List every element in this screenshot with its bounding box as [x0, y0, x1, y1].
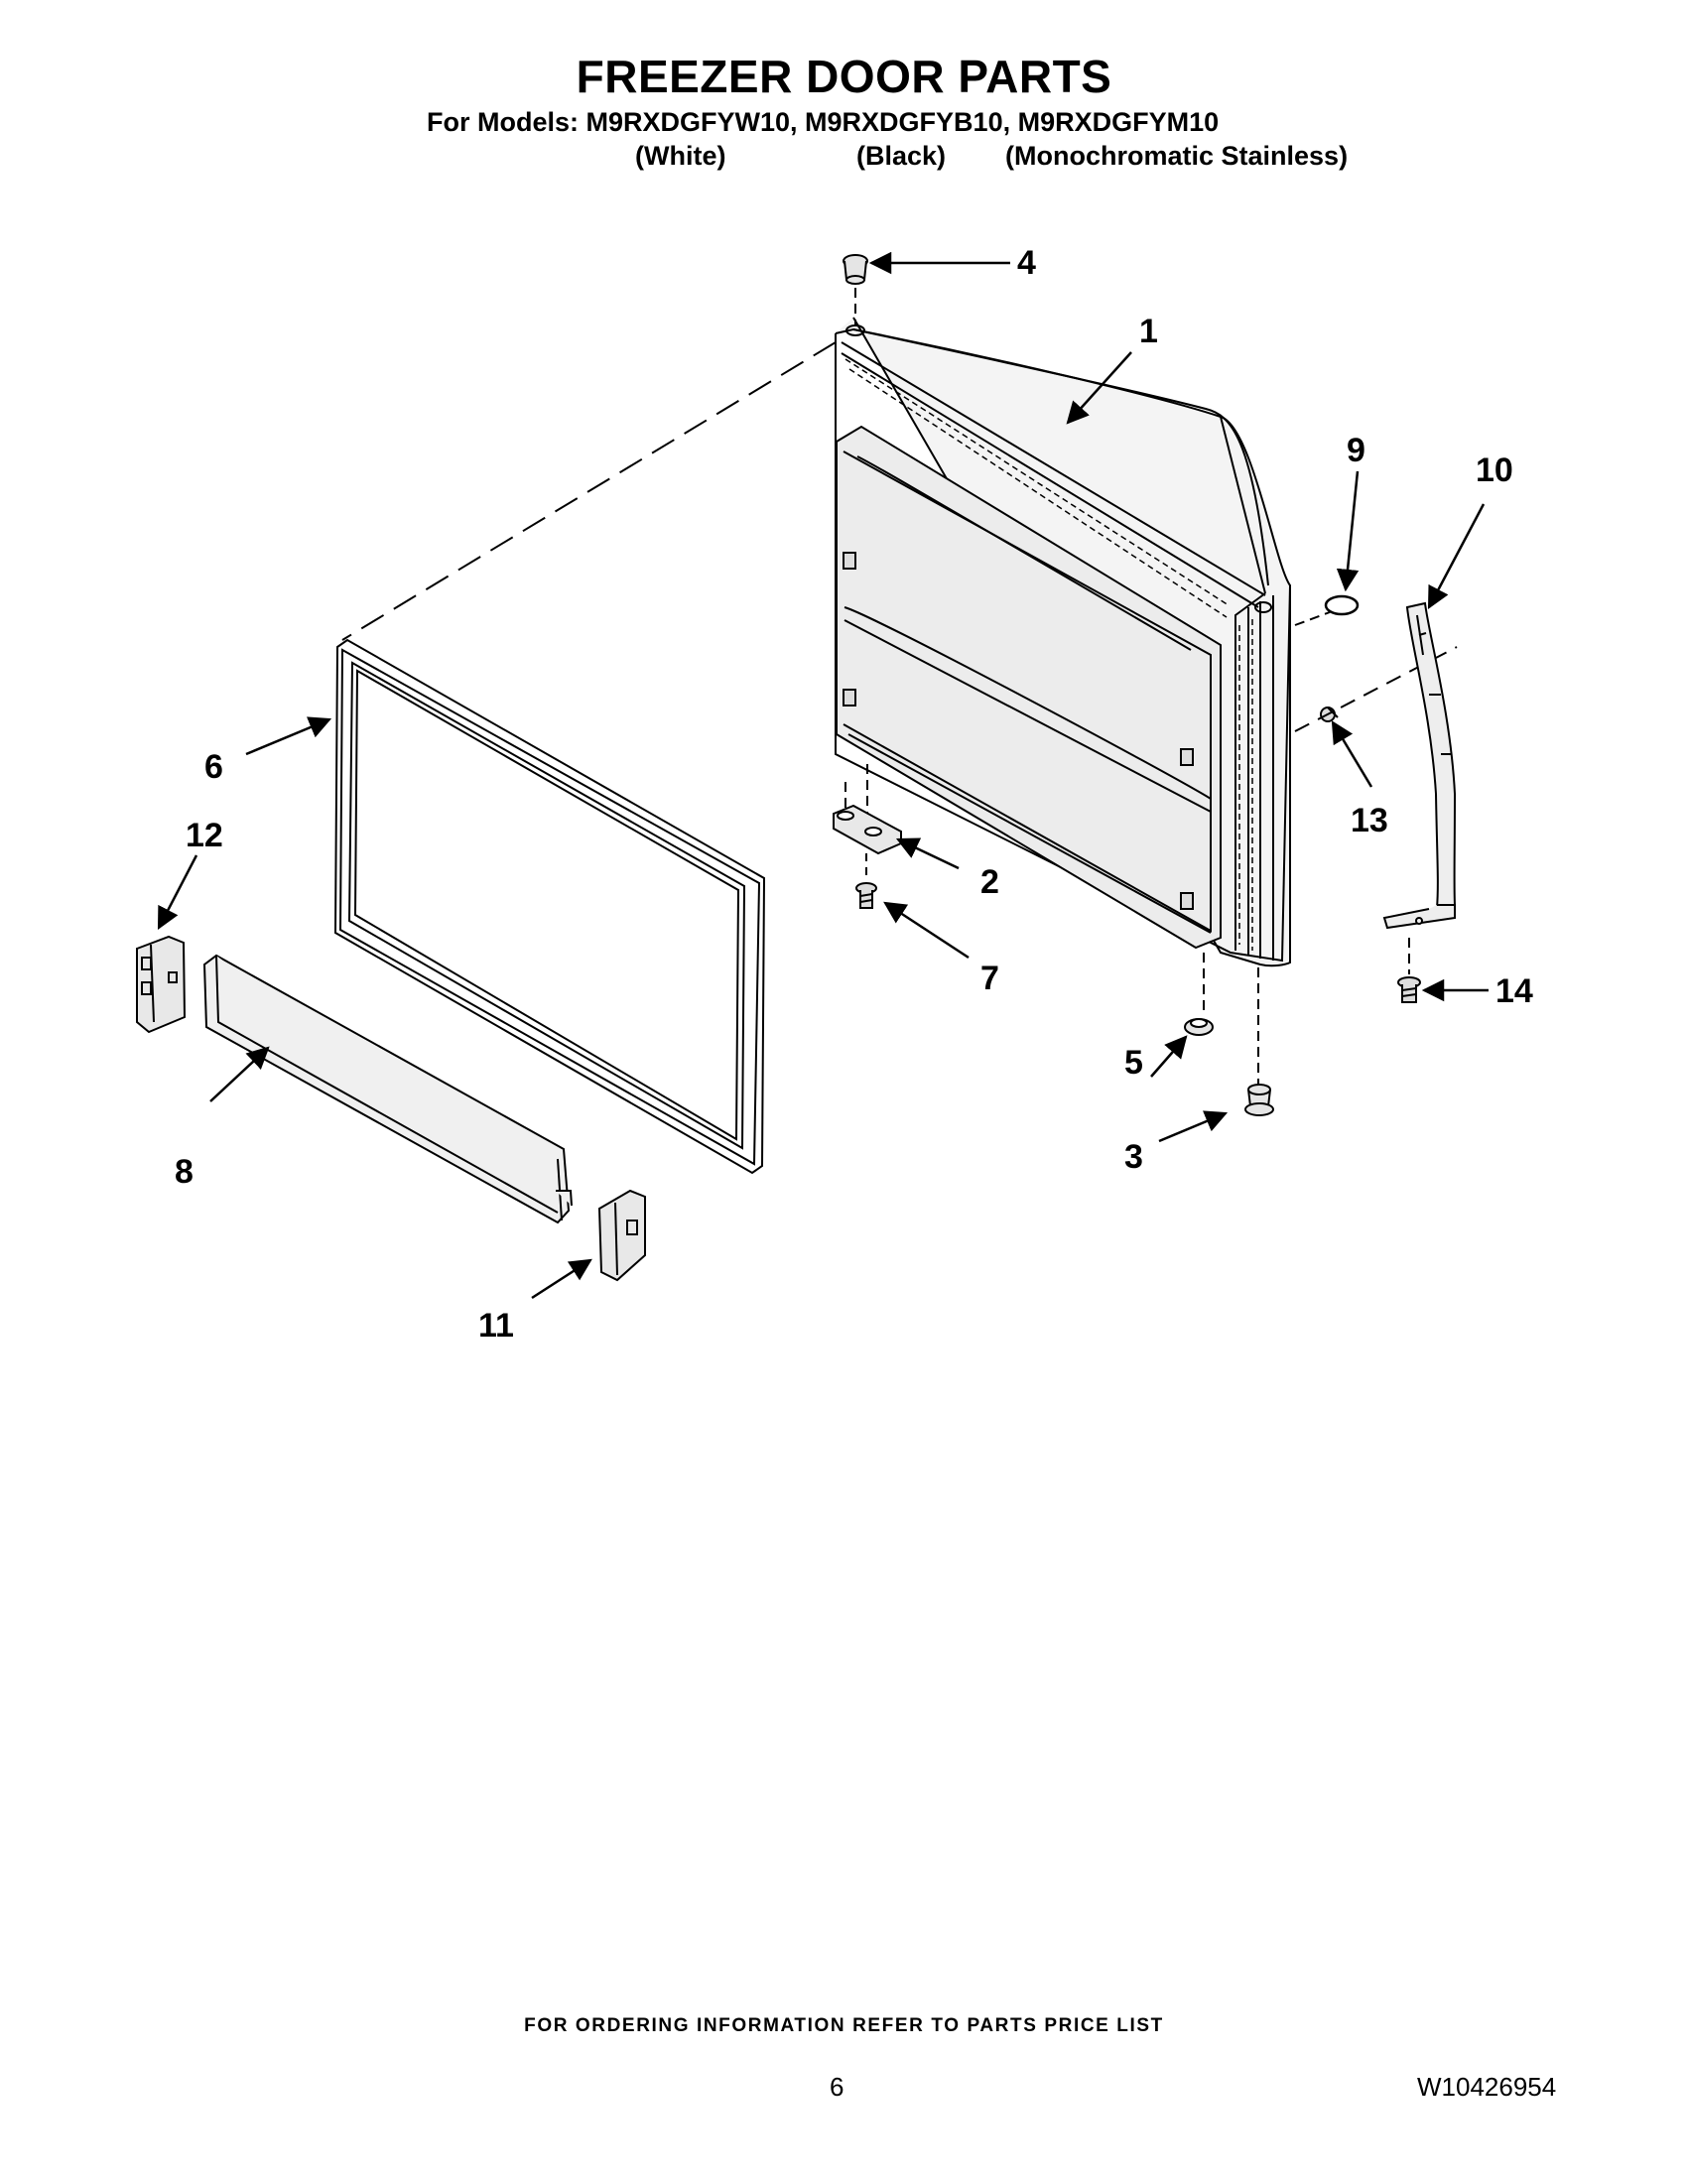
handle-mount-dash — [1294, 646, 1458, 732]
callout-6: 6 — [204, 748, 223, 786]
callout-9: 9 — [1347, 432, 1365, 469]
leader-10 — [1427, 503, 1486, 609]
gasket-leader-dashed — [341, 341, 837, 641]
page-number: 6 — [830, 2072, 844, 2102]
callout-3: 3 — [1124, 1138, 1143, 1176]
leader-9 — [1336, 470, 1360, 592]
variant-black: (Black) — [856, 141, 947, 171]
o-ring-seal — [1324, 594, 1360, 616]
bottom-hinge-washer — [1184, 1018, 1214, 1036]
leader-13 — [1331, 720, 1373, 788]
callout-1: 1 — [1139, 313, 1158, 350]
upper-right-door-hole — [1254, 601, 1272, 613]
leader-5 — [1150, 1035, 1188, 1078]
callout-10: 10 — [1476, 451, 1513, 489]
callout-8: 8 — [175, 1153, 194, 1191]
callout-7: 7 — [980, 960, 999, 997]
callout-13: 13 — [1351, 802, 1388, 839]
door-liner-gasket-strip — [844, 358, 1253, 951]
callout-5: 5 — [1124, 1044, 1143, 1082]
leader-6 — [245, 716, 332, 756]
document-number: W10426954 — [1417, 2072, 1557, 2102]
callout-2: 2 — [980, 863, 999, 901]
handle-mount-screw — [1397, 976, 1421, 1003]
ordering-note: FOR ORDERING INFORMATION REFER TO PARTS … — [524, 2015, 1164, 2036]
freezer-door-inner-liner — [836, 425, 1222, 950]
bottom-trim-strip — [202, 954, 573, 1224]
callout-12: 12 — [186, 817, 223, 854]
leader-12 — [157, 854, 198, 930]
leader-1 — [1066, 351, 1132, 425]
leader-8 — [209, 1046, 270, 1102]
leader-7 — [883, 901, 970, 960]
leader-11 — [531, 1258, 592, 1300]
callout-14: 14 — [1495, 972, 1533, 1010]
right-end-cap — [597, 1189, 646, 1282]
bottom-hinge-bushing — [1244, 1084, 1274, 1116]
leader-arrows — [157, 251, 1489, 1300]
callout-4: 4 — [1017, 244, 1036, 282]
page-title: FREEZER DOOR PARTS — [576, 51, 1112, 102]
bottom-hinge-bracket — [833, 804, 902, 855]
variant-stainless: (Monochromatic Stainless) — [1005, 141, 1349, 171]
leader-2 — [895, 837, 960, 870]
door-handle — [1382, 601, 1457, 930]
top-hinge-bushing — [843, 254, 868, 285]
door-gasket — [333, 638, 766, 1175]
top-hinge-hole — [845, 324, 865, 336]
left-end-cap — [136, 935, 187, 1034]
variant-white: (White) — [635, 141, 726, 171]
callout-11: 11 — [478, 1307, 514, 1345]
o-ring-dash — [1294, 611, 1331, 626]
leader-3 — [1158, 1110, 1229, 1143]
models-line: For Models: M9RXDGFYW10, M9RXDGFYB10, M9… — [427, 107, 1220, 137]
hinge-bracket-screw — [855, 882, 877, 909]
